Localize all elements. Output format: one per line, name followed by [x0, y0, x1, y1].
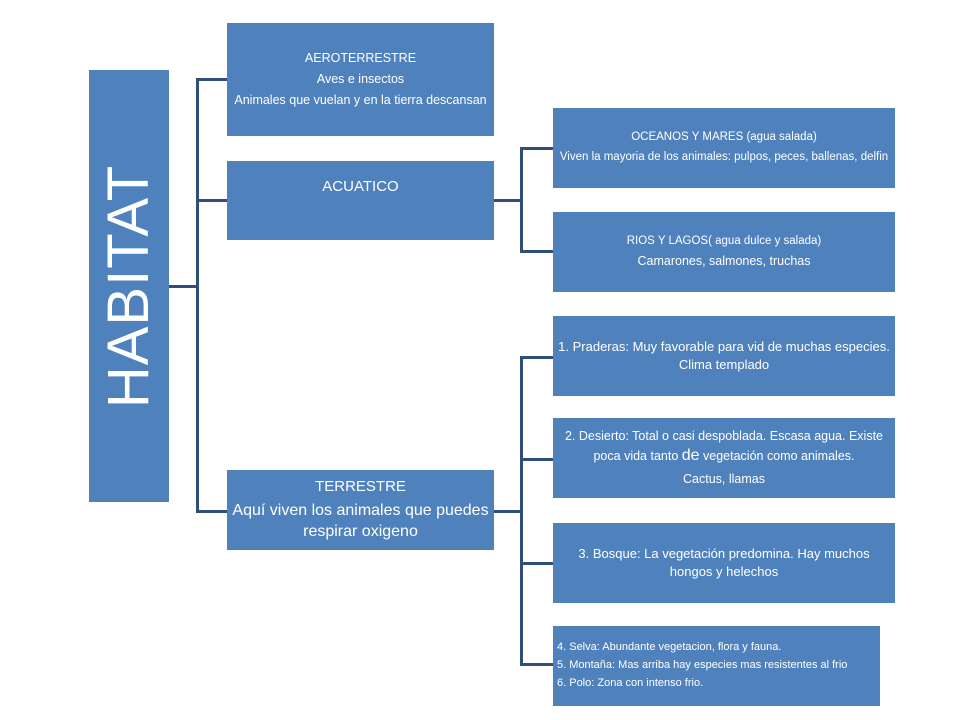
- node-aeroterrestre-title: AEROTERRESTRE: [304, 51, 417, 66]
- connector-terrestre-stub: [494, 510, 522, 513]
- root-title: HABITAT: [96, 164, 162, 408]
- node-oceanos: OCEANOS Y MARES (agua salada) Viven la m…: [553, 108, 895, 188]
- connector-acuatico: [196, 199, 227, 202]
- connector-bosque: [520, 562, 553, 565]
- node-desierto-text-de: de: [681, 447, 700, 465]
- connector-root-stub: [169, 285, 197, 288]
- node-aeroterrestre-line1: Aves e insectos: [316, 72, 405, 87]
- node-polo-text: 6. Polo: Zona con intenso frio.: [557, 676, 704, 689]
- connector-praderas: [520, 356, 553, 359]
- node-desierto: 2. Desierto: Total o casi despoblada. Es…: [553, 418, 895, 498]
- node-montana-text: 5. Montaña: Mas arriba hay especies mas …: [557, 659, 848, 672]
- connector-acuatico-stub: [494, 199, 522, 202]
- node-terrestre: TERRESTRE Aquí viven los animales que pu…: [227, 470, 494, 550]
- node-selva-text: 4. Selva: Abundante vegetacion, flora y …: [557, 641, 782, 654]
- node-aeroterrestre: AEROTERRESTRE Aves e insectos Animales q…: [227, 23, 494, 136]
- node-rios-title: RIOS Y LAGOS( agua dulce y salada): [626, 234, 822, 247]
- connector-rios: [520, 250, 553, 253]
- node-desierto-line2: Cactus, llamas: [683, 471, 765, 486]
- node-acuatico-title: ACUATICO: [322, 178, 399, 195]
- node-desierto-text-a: 2. Desierto: Total o casi despoblada. Es…: [564, 429, 883, 464]
- connector-oceanos: [520, 147, 553, 150]
- node-desierto-text-b: vegetación como animales.: [699, 449, 855, 464]
- node-oceanos-desc: Viven la mayoria de los animales: pulpos…: [559, 151, 889, 163]
- node-desierto-text: 2. Desierto: Total o casi despoblada. Es…: [559, 428, 889, 466]
- connector-otros: [520, 663, 553, 666]
- connector-terrestre: [196, 510, 227, 513]
- node-praderas-text: 1. Praderas: Muy favorable para vid de m…: [558, 339, 890, 372]
- node-terrestre-title: TERRESTRE: [315, 478, 406, 496]
- node-bosque-text: 3. Bosque: La vegetación predomina. Hay …: [578, 546, 870, 579]
- connector-terrestre-trunk: [520, 356, 523, 666]
- root-node: HABITAT: [89, 70, 169, 502]
- node-oceanos-title: OCEANOS Y MARES (agua salada): [631, 131, 817, 144]
- node-bosque: 3. Bosque: La vegetación predomina. Hay …: [553, 523, 895, 603]
- node-aeroterrestre-line2: Animales que vuelan y en la tierra desca…: [234, 92, 487, 107]
- node-rios: RIOS Y LAGOS( agua dulce y salada) Camar…: [553, 212, 895, 292]
- connector-aero: [196, 78, 227, 81]
- node-acuatico: ACUATICO: [227, 161, 494, 240]
- node-rios-desc: Camarones, salmones, truchas: [637, 254, 811, 269]
- connector-acuatico-trunk: [520, 147, 523, 253]
- node-terrestre-desc: Aquí viven los animales que puedes respi…: [232, 502, 489, 541]
- connector-desierto: [520, 458, 553, 461]
- node-otros: 4. Selva: Abundante vegetacion, flora y …: [553, 626, 880, 706]
- node-praderas: 1. Praderas: Muy favorable para vid de m…: [553, 316, 895, 396]
- connector-root-trunk: [196, 78, 199, 513]
